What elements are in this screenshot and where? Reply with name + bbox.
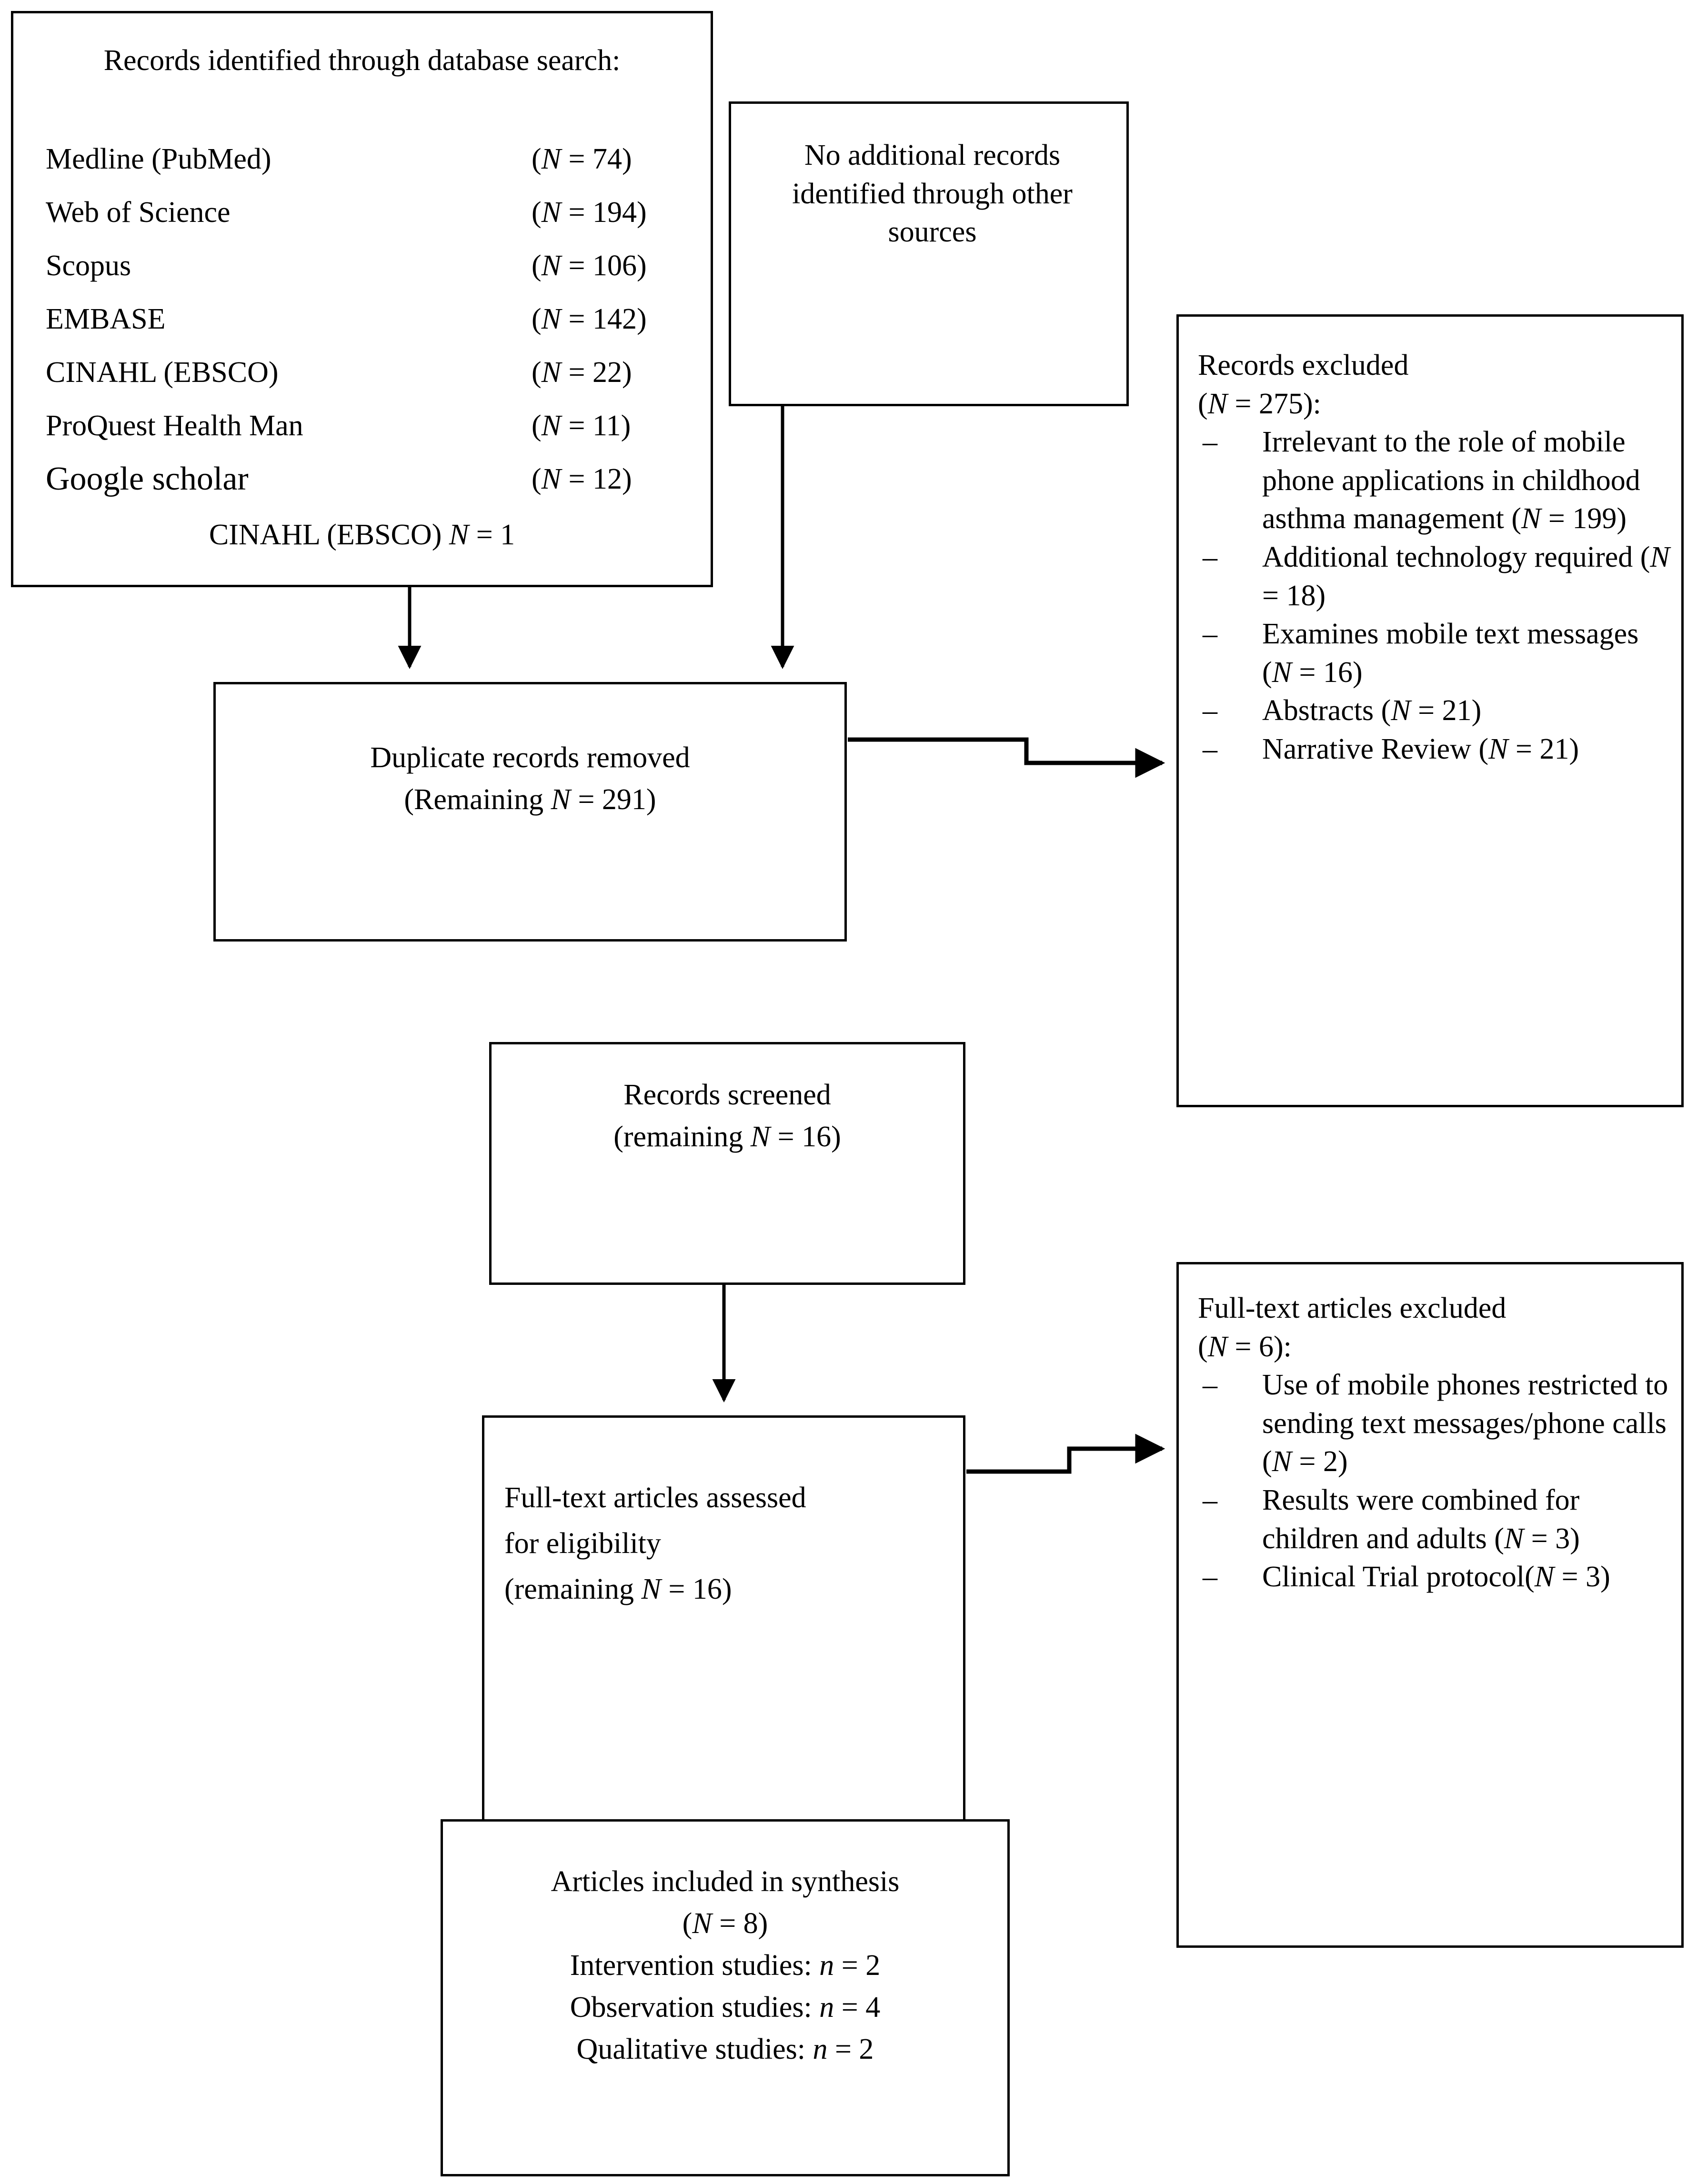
records-excluded-reason-list: – Irrelevant to the role of mobile phone… — [1198, 423, 1673, 768]
other-sources-text: No additional records identified through… — [792, 139, 1073, 249]
fulltext-excluded-body: Full-text articles excluded (N = 6): – U… — [1198, 1289, 1673, 1596]
source-count: (N = 106) — [532, 250, 647, 282]
source-name: ProQuest Health Man — [46, 410, 303, 442]
dash-bullet-icon: – — [1203, 1483, 1217, 1516]
fulltext-excluded-reason-list: – Use of mobile phones restricted to sen… — [1198, 1366, 1673, 1596]
reason-text: Examines mobile text messages (N = 16) — [1262, 618, 1639, 689]
list-item: – Examines mobile text messages (N = 16) — [1198, 615, 1673, 691]
dash-bullet-icon: – — [1203, 694, 1217, 727]
list-item: – Use of mobile phones restricted to sen… — [1198, 1366, 1673, 1481]
included-line-4: Observation studies: n = 4 — [570, 1991, 881, 2024]
records-excluded-body: Records excluded (N = 275): – Irrelevant… — [1198, 346, 1673, 769]
list-item: – Additional technology required (N = 18… — [1198, 538, 1673, 615]
arrow-assessed-to-ft-excluded — [966, 1433, 1165, 1474]
list-item: – Clinical Trial protocol(N = 3) — [1198, 1558, 1673, 1596]
box-records-screened: Records screened (remaining N = 16) — [489, 1042, 965, 1285]
dash-bullet-icon: – — [1203, 732, 1217, 765]
fulltext-excluded-title: Full-text articles excluded — [1198, 1292, 1506, 1324]
reason-text: Irrelevant to the role of mobile phone a… — [1262, 426, 1640, 535]
source-row: CINAHL (EBSCO) (N = 22) — [46, 346, 682, 399]
list-item: – Results were combined for children and… — [1198, 1481, 1673, 1558]
box-records-excluded: Records excluded (N = 275): – Irrelevant… — [1176, 314, 1684, 1107]
reason-text: Use of mobile phones restricted to sendi… — [1262, 1369, 1668, 1478]
dash-bullet-icon: – — [1203, 426, 1217, 459]
dash-bullet-icon: – — [1203, 1561, 1217, 1593]
duplicates-body: Duplicate records removed (Remaining N =… — [230, 737, 830, 821]
database-search-heading: Records identified through database sear… — [103, 44, 621, 77]
source-count: (N = 11) — [532, 410, 631, 442]
arrow-duplicates-to-excluded — [848, 737, 1165, 778]
records-excluded-title: Records excluded — [1198, 349, 1409, 381]
database-search-footer: CINAHL (EBSCO) N = 1 — [209, 519, 515, 551]
dash-bullet-icon: – — [1203, 1369, 1217, 1402]
dash-bullet-icon: – — [1203, 618, 1217, 651]
source-row: EMBASE (N = 142) — [46, 292, 682, 346]
assessed-line-2: for eligibility — [504, 1527, 661, 1560]
box-fulltext-excluded: Full-text articles excluded (N = 6): – U… — [1176, 1262, 1684, 1948]
box-no-additional-records: No additional records identified through… — [729, 101, 1129, 406]
source-count: (N = 74) — [532, 143, 632, 175]
source-row: Scopus (N = 106) — [46, 239, 682, 292]
screened-body: Records screened (remaining N = 16) — [503, 1074, 951, 1158]
reason-text: Narrative Review (N = 21) — [1262, 732, 1579, 765]
dash-bullet-icon: – — [1203, 541, 1217, 573]
duplicates-line-1: Duplicate records removed — [370, 741, 690, 774]
fulltext-excluded-count: (N = 6): — [1198, 1330, 1292, 1363]
list-item: – Irrelevant to the role of mobile phone… — [1198, 423, 1673, 538]
list-item: – Narrative Review (N = 21) — [1198, 730, 1673, 769]
source-name: EMBASE — [46, 303, 166, 335]
records-excluded-count: (N = 275): — [1198, 387, 1321, 420]
assessed-line-1: Full-text articles assessed — [504, 1482, 806, 1514]
screened-line-1: Records screened — [623, 1079, 831, 1111]
reason-text: Clinical Trial protocol(N = 3) — [1262, 1561, 1610, 1593]
included-line-1: Articles included in synthesis — [551, 1865, 900, 1898]
source-count: (N = 142) — [532, 303, 647, 335]
box-articles-included-synthesis: Articles included in synthesis (N = 8) I… — [441, 1819, 1010, 2176]
included-body: Articles included in synthesis (N = 8) I… — [455, 1861, 995, 2070]
box-duplicate-records-removed: Duplicate records removed (Remaining N =… — [213, 682, 847, 942]
database-source-list: Medline (PubMed) (N = 74) Web of Science… — [46, 132, 682, 506]
included-line-2: (N = 8) — [682, 1907, 768, 1940]
included-line-3: Intervention studies: n = 2 — [570, 1949, 881, 1982]
source-row: Medline (PubMed) (N = 74) — [46, 132, 682, 186]
source-name: Scopus — [46, 250, 131, 282]
source-name: Web of Science — [46, 196, 231, 229]
assessed-line-3: (remaining N = 16) — [504, 1573, 732, 1606]
source-count: (N = 12) — [532, 463, 632, 495]
source-name: Medline (PubMed) — [46, 143, 271, 175]
reason-text: Additional technology required (N = 18) — [1262, 541, 1670, 612]
source-count: (N = 194) — [532, 196, 647, 229]
assessed-body: Full-text articles assessed for eligibil… — [504, 1475, 951, 1612]
list-item: – Abstracts (N = 21) — [1198, 691, 1673, 730]
included-line-5: Qualitative studies: n = 2 — [576, 2033, 874, 2066]
source-row: Google scholar (N = 12) — [46, 452, 682, 506]
reason-text: Abstracts (N = 21) — [1262, 694, 1482, 727]
source-name: CINAHL (EBSCO) — [46, 356, 279, 389]
source-name: Google scholar — [46, 461, 249, 497]
source-row: ProQuest Health Man (N = 11) — [46, 399, 682, 452]
reason-text: Results were combined for children and a… — [1262, 1483, 1580, 1555]
source-count: (N = 22) — [532, 356, 632, 389]
box-fulltext-assessed: Full-text articles assessed for eligibil… — [482, 1415, 965, 1837]
duplicates-line-2: (Remaining N = 291) — [404, 783, 656, 816]
box-records-identified-database: Records identified through database sear… — [11, 11, 713, 587]
screened-line-2: (remaining N = 16) — [613, 1121, 841, 1153]
source-row: Web of Science (N = 194) — [46, 186, 682, 239]
